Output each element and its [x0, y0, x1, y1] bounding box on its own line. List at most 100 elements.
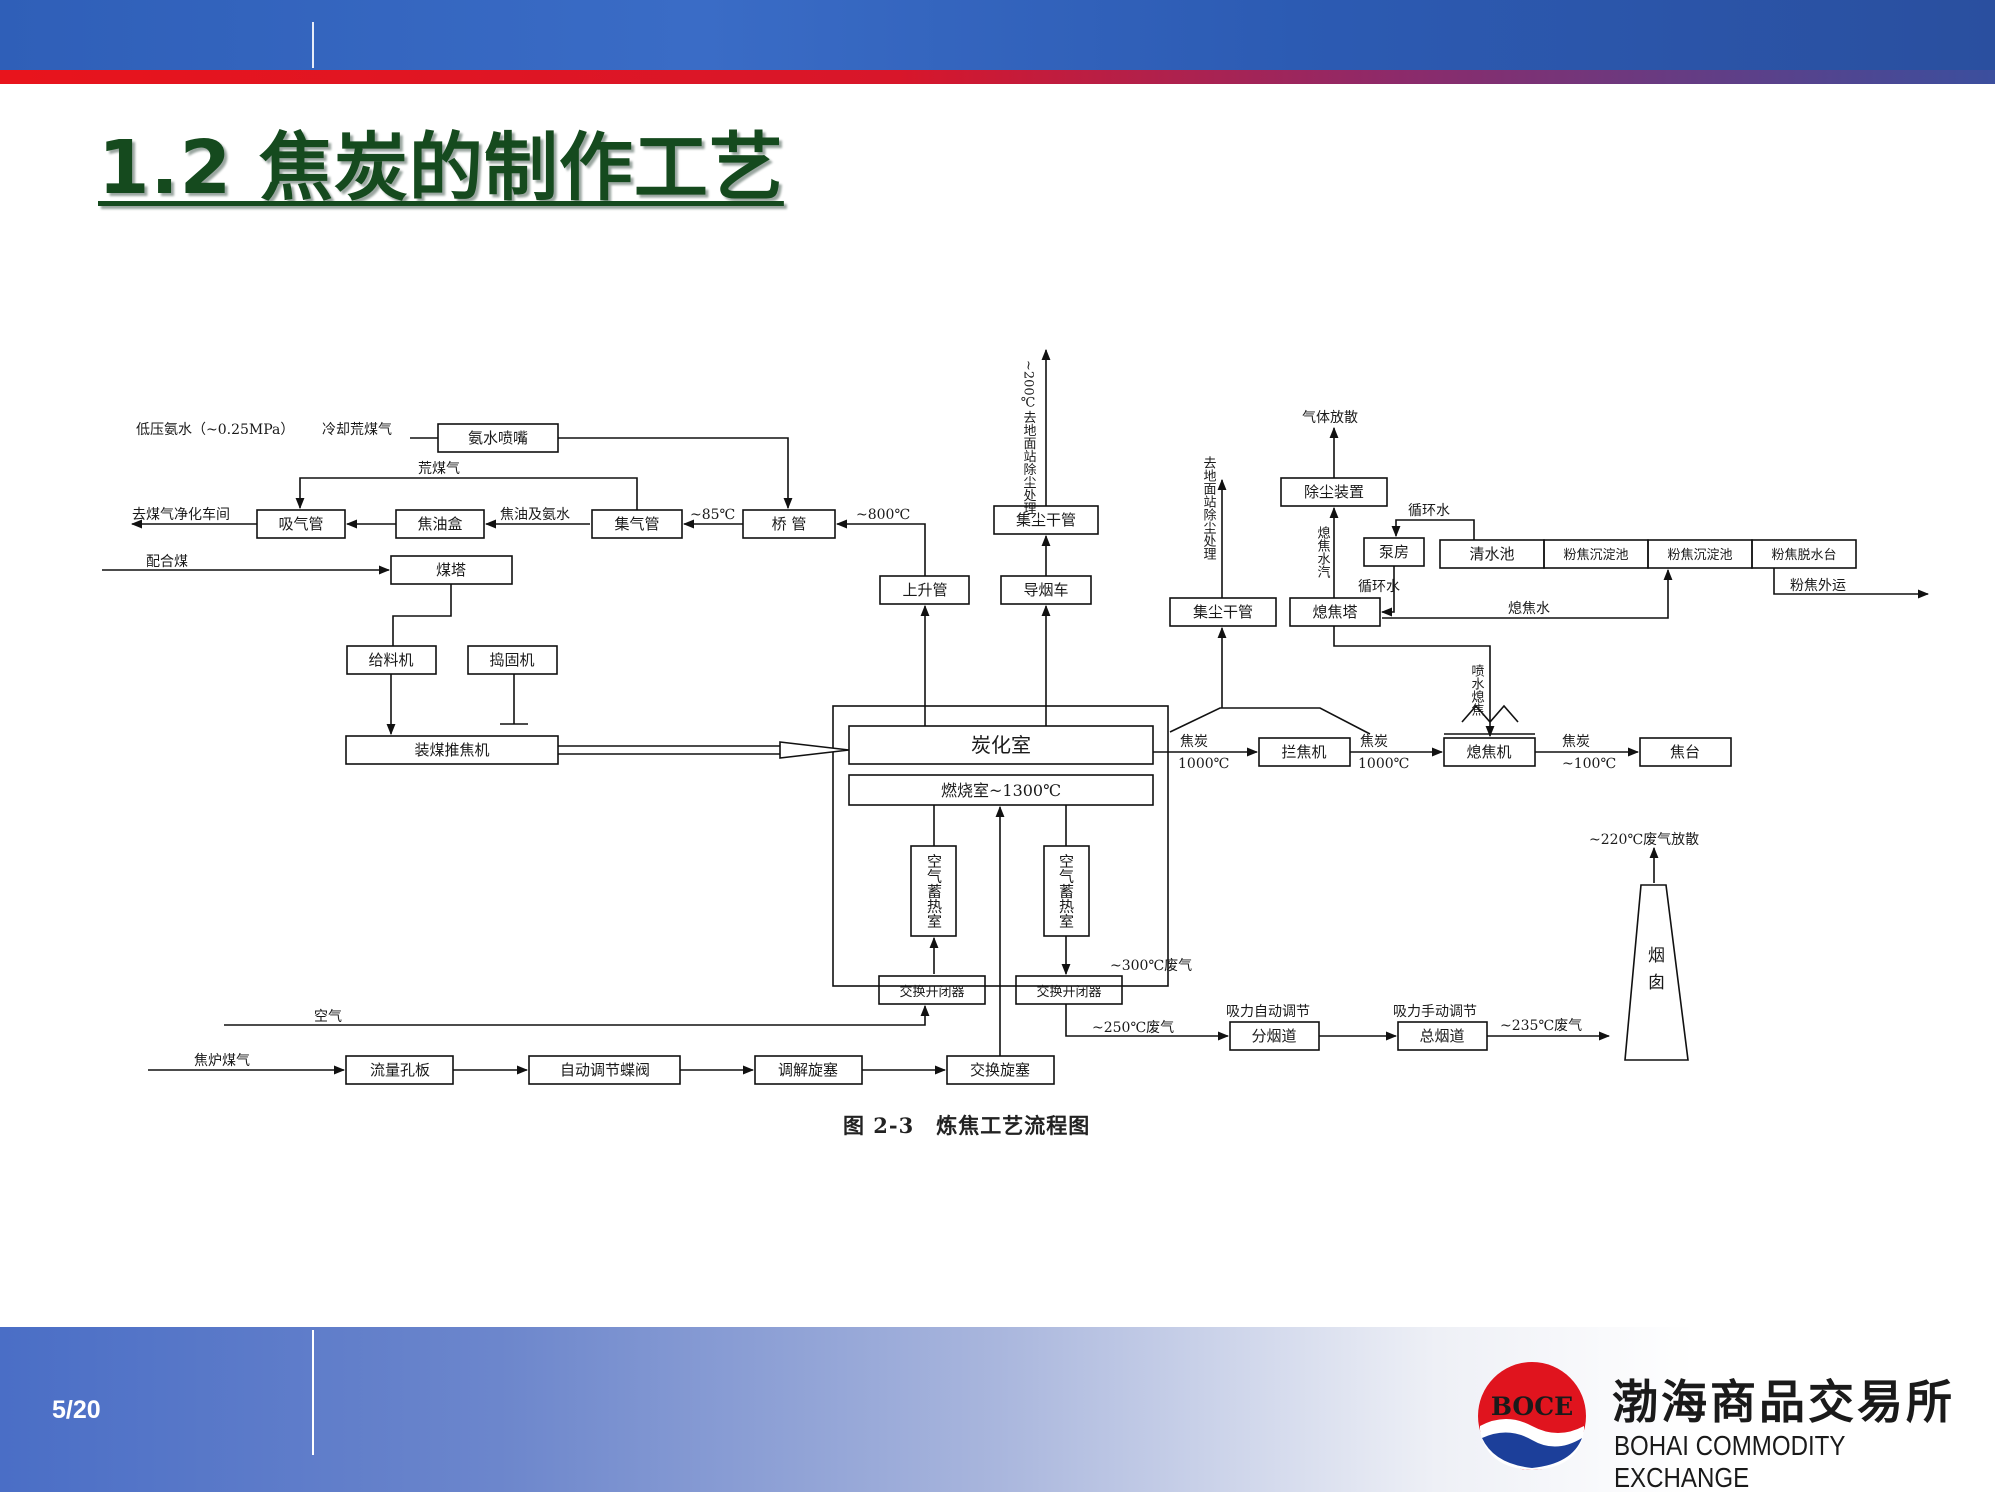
label-t800: ~800℃ — [856, 507, 910, 523]
label-quench-steam: 熄焦水汽 — [1315, 526, 1331, 578]
footer-band — [0, 1327, 1995, 1492]
label-dust-removal: 除尘装置 — [1304, 483, 1364, 501]
label-temp-3: ~100℃ — [1562, 756, 1616, 772]
label-dust-to-ground-1: ~200℃去地面站除尘处理 — [1021, 360, 1037, 515]
edge — [1461, 704, 1519, 724]
edge — [1380, 566, 1395, 617]
label-air: 空气 — [314, 1009, 342, 1025]
label-flue-220: ~220℃废气放散 — [1589, 832, 1699, 848]
edge — [224, 1004, 930, 1026]
label-dewater-table: 粉焦脱水台 — [1771, 548, 1836, 563]
label-dust-to-ground-2: 去地面站除尘处理 — [1201, 456, 1217, 560]
label-gas-collector: 集气管 — [614, 515, 659, 533]
node-chimney-shape — [1624, 884, 1689, 1061]
label-auto-valve: 自动调节蝶阀 — [560, 1061, 650, 1079]
label-tar-box: 焦油盒 — [417, 515, 462, 533]
slide-title: 1.2 焦炭的制作工艺 — [98, 125, 784, 211]
label-settling-1: 粉焦沉淀池 — [1563, 548, 1628, 563]
label-low-pressure-ammonia: 低压氨水（~0.25MPa） — [136, 422, 294, 438]
label-temp-2: 1000℃ — [1358, 756, 1409, 772]
label-flue-300: ~300℃废气 — [1110, 958, 1192, 974]
edge — [295, 477, 638, 510]
label-pump-house: 泵房 — [1379, 543, 1409, 561]
label-circ-water-2: 循环水 — [1358, 579, 1400, 595]
header-band — [0, 0, 1995, 70]
label-flue-235: ~235℃废气 — [1500, 1018, 1582, 1034]
node-dewater-table — [1751, 539, 1857, 569]
label-main-flue: 总烟道 — [1419, 1027, 1464, 1045]
label-chimney: 烟囱 — [1644, 946, 1665, 1000]
label-feeder: 给料机 — [368, 651, 413, 669]
label-riser: 上升管 — [902, 581, 947, 599]
label-circ-water-1: 循环水 — [1408, 503, 1450, 519]
label-spray-quench: 喷水熄焦 — [1469, 664, 1485, 716]
label-branch-flue: 分烟道 — [1251, 1027, 1296, 1045]
edge — [392, 584, 452, 646]
label-carbonization-chamber: 炭化室 — [971, 733, 1031, 757]
header-red-stripe — [0, 70, 1995, 84]
figure-caption: 图 2-3 炼焦工艺流程图 — [843, 1113, 1091, 1138]
edge — [1382, 568, 1673, 619]
edge — [1773, 568, 1930, 599]
label-regenerator-right: 空气蓄热室 — [1057, 854, 1075, 929]
edge — [1065, 1004, 1230, 1041]
label-quench-car: 熄焦机 — [1466, 743, 1511, 761]
label-coke-2: 焦炭 — [1360, 734, 1388, 750]
label-regenerator-left: 空气蓄热室 — [925, 854, 943, 929]
header-divider — [312, 22, 314, 68]
node-carbonization-chamber — [848, 725, 1154, 765]
label-gas-release: 气体放散 — [1302, 410, 1358, 426]
footer-divider — [312, 1330, 314, 1455]
label-reverser-left: 交换开闭器 — [899, 984, 964, 1000]
coking-process-diagram: 氨水喷嘴 吸气管 焦油盒 集气管 桥 管 煤塔 给料机 捣固机 装煤推焦机 上升… — [102, 348, 1930, 1085]
label-dust-main-1: 集尘干管 — [1016, 511, 1076, 529]
label-dust-main-2: 集尘干管 — [1193, 603, 1253, 621]
label-suction-auto: 吸力自动调节 — [1226, 1004, 1310, 1020]
label-coke-1: 焦炭 — [1180, 734, 1208, 750]
company-name-en: BOHAI COMMODITY EXCHANGE — [1614, 1430, 1846, 1493]
label-blend-coal: 配合煤 — [146, 554, 188, 570]
node-coke-wharf — [1639, 737, 1732, 767]
label-t85: ~85℃ — [690, 507, 735, 523]
label-suction-pipe: 吸气管 — [278, 515, 323, 533]
label-coke-3: 焦炭 — [1562, 734, 1590, 750]
label-tamper: 捣固机 — [489, 651, 534, 669]
edge — [835, 519, 926, 576]
label-cooled-gas: 冷却荒煤气 — [322, 422, 392, 438]
edge — [1333, 626, 1495, 738]
node-dust-main-2 — [1169, 597, 1277, 627]
edge-head — [779, 741, 850, 759]
label-quench-tower: 熄焦塔 — [1312, 603, 1357, 621]
label-quench-water: 熄焦水 — [1508, 600, 1550, 617]
label-settling-2: 粉焦沉淀池 — [1667, 548, 1732, 563]
node-quench-tower — [1289, 597, 1381, 627]
edge — [1391, 519, 1475, 540]
boce-logo: BOCE — [1478, 1362, 1586, 1470]
label-bridge-pipe: 桥 管 — [772, 515, 807, 533]
label-coal-tower: 煤塔 — [436, 561, 466, 579]
label-fines-out: 粉焦外运 — [1790, 578, 1846, 594]
label-clear-pool: 清水池 — [1469, 545, 1514, 563]
label-reverser-right: 交换开闭器 — [1036, 984, 1101, 1000]
edge — [1169, 707, 1371, 735]
node-tamper — [467, 645, 558, 675]
label-coke-guide: 拦焦机 — [1281, 743, 1326, 761]
node-charger-pusher — [345, 735, 559, 765]
page-number: 5/20 — [52, 1396, 101, 1424]
label-combustion-chamber: 燃烧室~1300℃ — [941, 781, 1061, 800]
label-exchange-cock: 交换旋塞 — [970, 1061, 1030, 1079]
label-flow-orifice: 流量孔板 — [370, 1061, 430, 1079]
label-raw-gas: 荒煤气 — [418, 461, 460, 477]
node-reverser-left — [878, 975, 986, 1005]
node-combustion-chamber — [848, 774, 1154, 806]
label-coke-wharf: 焦台 — [1670, 743, 1700, 761]
logo-text: BOCE — [1491, 1392, 1573, 1421]
edge — [558, 437, 793, 510]
node-reverser-right — [1015, 975, 1123, 1005]
label-flue-250: ~250℃废气 — [1092, 1020, 1174, 1036]
label-charger-pusher: 装煤推焦机 — [414, 741, 489, 759]
label-coke-oven-gas: 焦炉煤气 — [194, 1053, 250, 1069]
label-tar-ammonia: 焦油及氨水 — [500, 507, 570, 523]
label-guide-car: 导烟车 — [1023, 581, 1068, 599]
label-temp-1: 1000℃ — [1178, 756, 1229, 772]
